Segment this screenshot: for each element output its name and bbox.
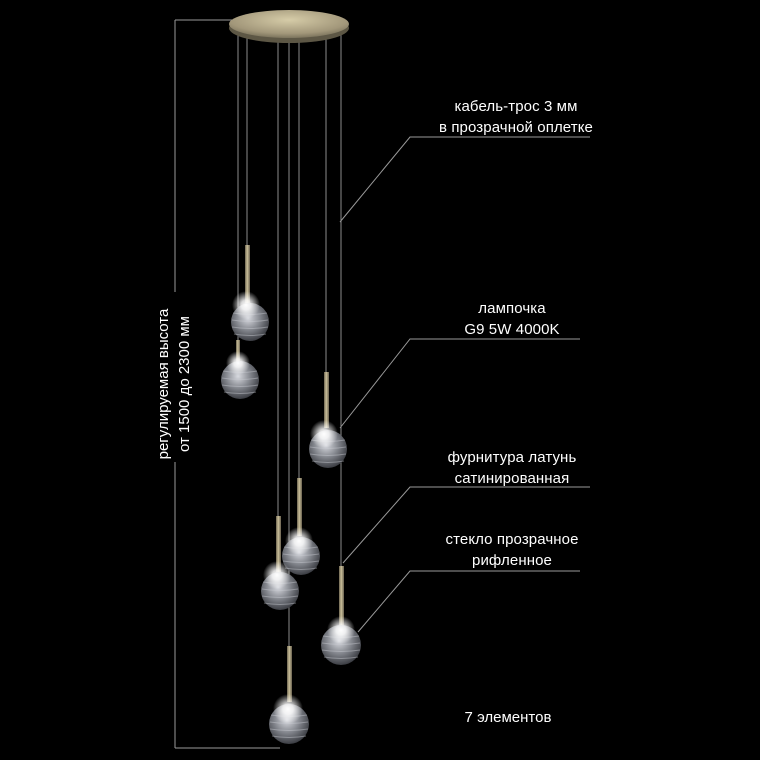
pendant-lamp-5 (261, 516, 299, 610)
bulb-leader-line (339, 338, 580, 429)
pendant-lamp-4 (282, 478, 320, 575)
ceiling-canopy (229, 10, 349, 43)
pendant-lamp-3 (309, 372, 347, 468)
cable-callout-label: кабель-трос 3 мм в прозрачной оплетке (439, 98, 593, 136)
glass-leader-line (357, 570, 580, 633)
element-count-label: 7 элементов (464, 709, 552, 726)
height-dimension-bracket (174, 19, 280, 749)
height-label-line2: от 1500 до 2300 мм (176, 316, 193, 453)
callout-leader-lines (339, 136, 590, 633)
brass-fitting-callout-label: фурнитура латунь сатинированная (447, 449, 577, 487)
pendant-lamp-7 (269, 646, 309, 744)
pendant-lamp-1 (231, 245, 269, 341)
height-label-line1: регулируемая высота (155, 308, 172, 460)
brass-leader-line (342, 486, 590, 564)
height-dimension-label: регулируемая высота от 1500 до 2300 мм (153, 244, 195, 524)
pendant-lamp-6 (321, 566, 361, 665)
pendant-lamp-2 (221, 340, 259, 399)
cable-leader-line (339, 136, 590, 223)
glass-callout-label: стекло прозрачное рифленное (445, 531, 579, 569)
bulb-callout-label: лампочка G9 5W 4000K (464, 300, 560, 338)
